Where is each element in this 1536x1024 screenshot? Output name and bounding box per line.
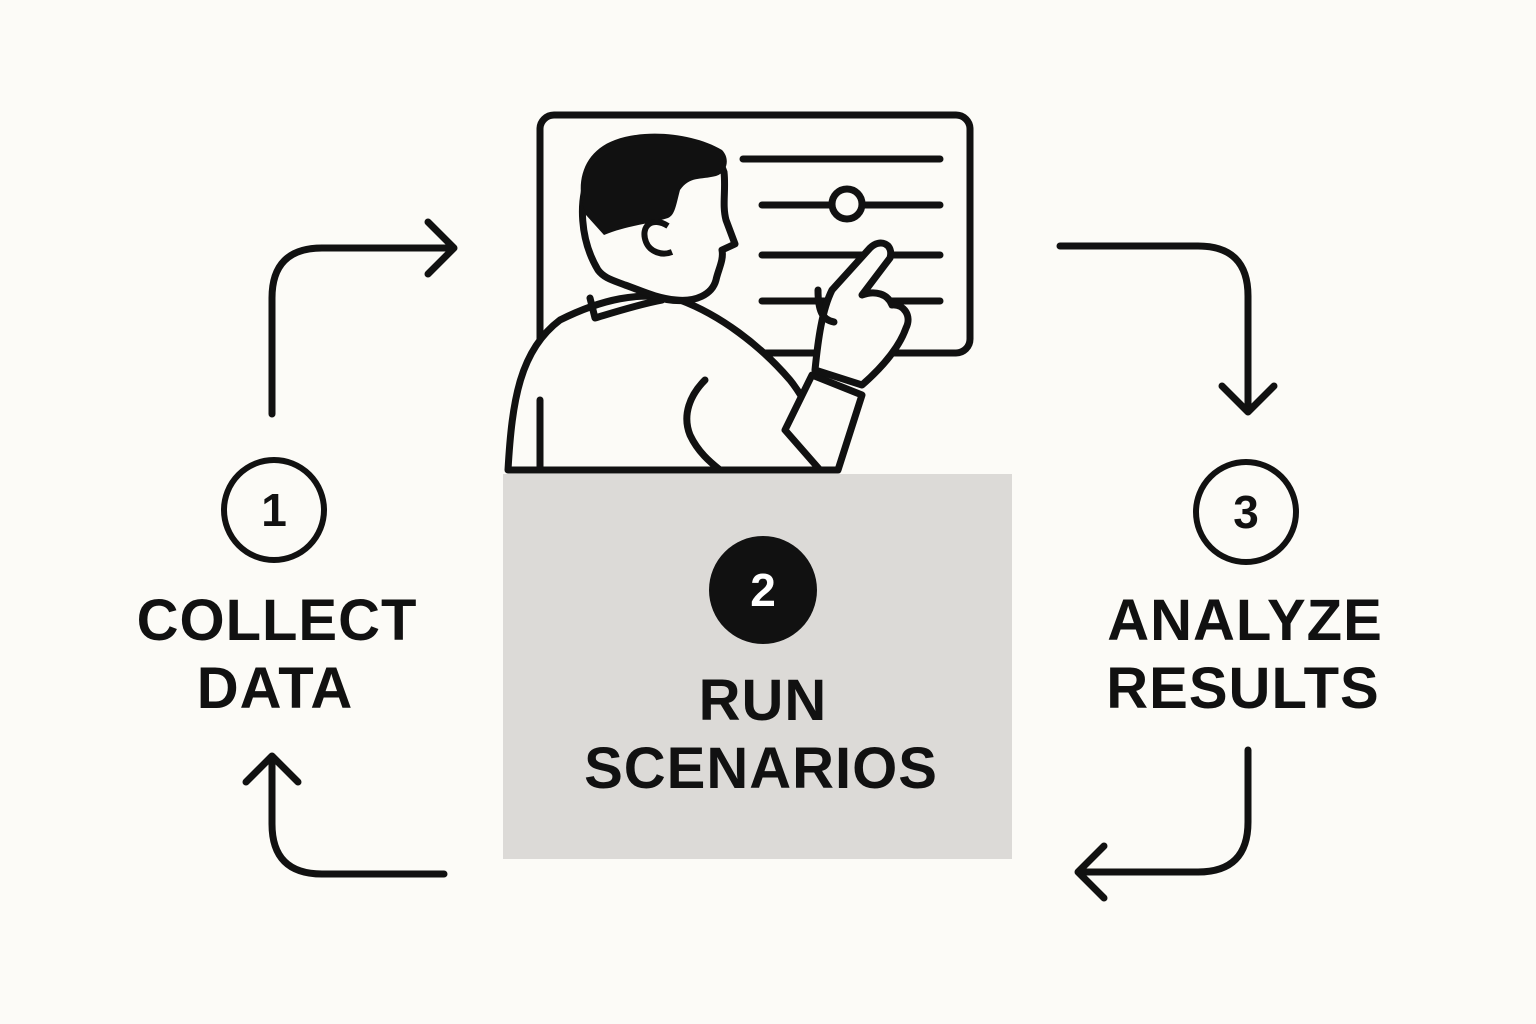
step-2: 2 RUN SCENARIOS [584,536,938,801]
arrow-2-to-3-head [1218,382,1278,416]
step-1-number-circle [221,457,327,563]
step-3: 3 ANALYZE RESULTS [1106,459,1383,721]
person-hand [811,239,912,389]
person-adjusting-sliders-icon [504,111,974,474]
arrow-1-to-2 [268,244,456,418]
cycle-arrows [242,218,1278,902]
person-hair [580,133,727,235]
slider-knob [828,185,866,223]
person-finger-curl [814,286,838,326]
step-2-label-line1: RUN [699,668,828,733]
step-3-label-line1: ANALYZE [1107,588,1383,653]
step-3-label-line2: RESULTS [1106,656,1379,721]
step-1: 1 COLLECT DATA [137,457,418,721]
person-collar [586,294,666,322]
step-2-number: 2 [750,564,776,616]
step-2-number-circle [709,536,817,644]
arrow-return-to-1 [268,756,448,878]
step-2-label-line2: SCENARIOS [584,736,938,801]
arrow-3-return-head [1074,842,1108,902]
step-1-number: 1 [261,484,287,536]
person-inner-arm [683,376,724,474]
person-sleeve [781,371,866,474]
arrow-1-to-2-head [424,218,458,278]
step-1-label-line1: COLLECT [137,588,418,653]
step-3-number-circle [1193,459,1299,565]
step-2-box [503,474,1012,859]
step-3-number: 3 [1233,486,1259,538]
step-1-label-line2: DATA [197,656,353,721]
arrow-3-return [1076,746,1252,876]
arrow-return-to-1-head [242,752,302,786]
arrow-2-to-3 [1056,242,1252,414]
person-ear [641,219,674,257]
